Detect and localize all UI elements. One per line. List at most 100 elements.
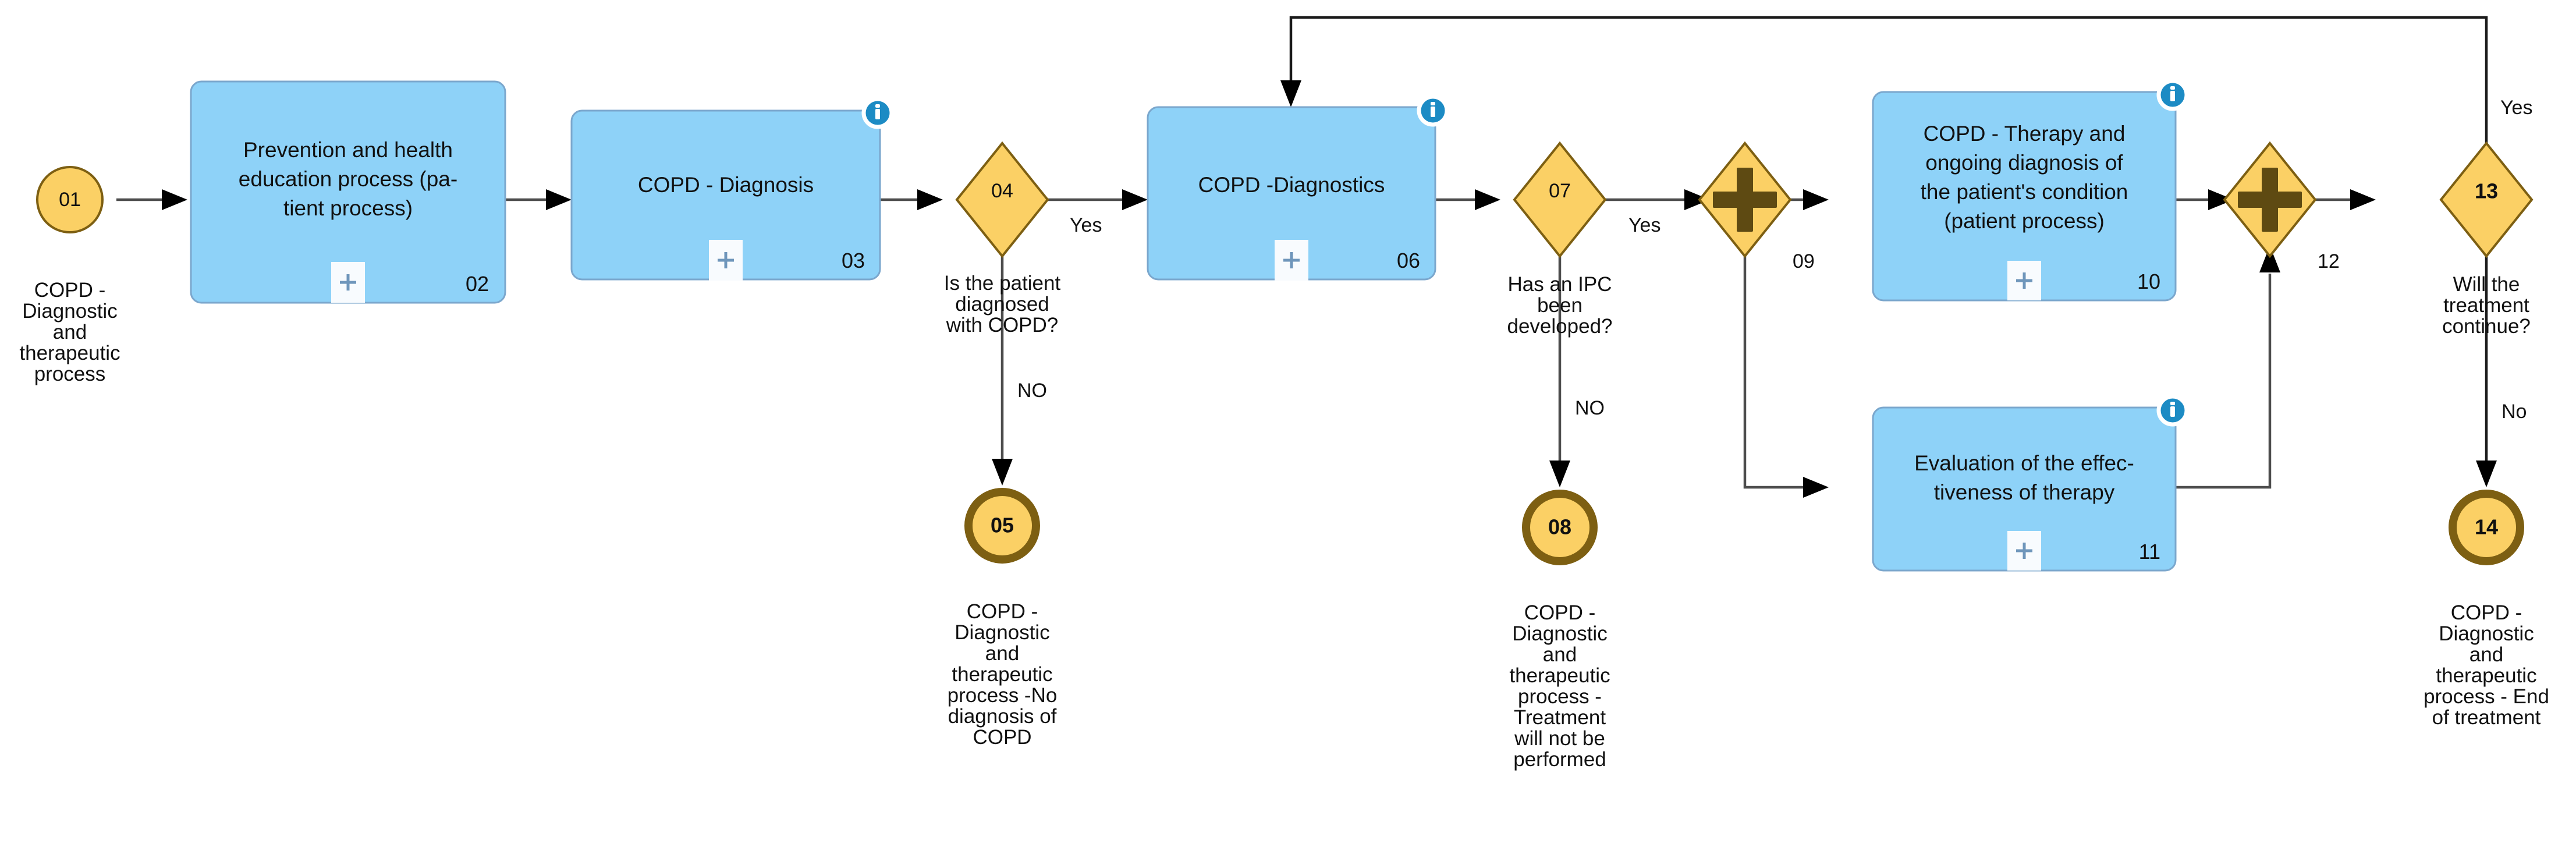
svg-text:(patient process): (patient process) — [1944, 209, 2105, 233]
svg-text:therapeutic: therapeutic — [2436, 664, 2536, 687]
info-icon[interactable] — [861, 97, 894, 129]
svg-text:COPD -: COPD - — [34, 279, 106, 302]
svg-text:developed?: developed? — [1507, 315, 1613, 338]
node-06-number: 06 — [1397, 249, 1420, 272]
node-10-number: 10 — [2137, 270, 2160, 293]
svg-text:Evaluation of the effec-: Evaluation of the effec- — [1914, 451, 2134, 475]
subprocess-marker-icon[interactable] — [331, 262, 365, 303]
svg-text:process - End: process - End — [2424, 685, 2549, 708]
svg-text:and: and — [53, 321, 87, 343]
edge-09-to-11 — [1743, 256, 1829, 498]
info-icon[interactable] — [1417, 94, 1449, 127]
node-10-subprocess[interactable]: COPD - Therapy and ongoing diagnosis of … — [1872, 79, 2189, 302]
edge-03-to-04 — [880, 189, 943, 210]
svg-text:performed: performed — [1513, 748, 1606, 771]
svg-text:the patient's condition: the patient's condition — [1921, 180, 2128, 204]
edge-label-04-yes: Yes — [1070, 214, 1102, 236]
svg-text:COPD -: COPD - — [967, 600, 1038, 623]
node-05-number: 05 — [991, 513, 1014, 537]
node-02-subprocess[interactable]: Prevention and health education process … — [190, 80, 506, 304]
svg-text:Will the: Will the — [2453, 273, 2520, 296]
svg-text:diagnosed: diagnosed — [955, 293, 1049, 316]
edge-10-to-12 — [2176, 189, 2234, 210]
svg-text:been: been — [1537, 294, 1582, 317]
svg-text:process -No: process -No — [948, 684, 1058, 707]
svg-text:Prevention and health: Prevention and health — [243, 138, 453, 162]
svg-text:will not be: will not be — [1514, 727, 1605, 750]
svg-text:tient process): tient process) — [283, 196, 413, 220]
svg-text:Is the patient: Is the patient — [944, 272, 1061, 295]
node-06-subprocess[interactable]: COPD -Diagnostics 06 — [1147, 94, 1449, 281]
subprocess-marker-icon[interactable] — [709, 240, 743, 281]
node-04-exclusive-gateway[interactable]: 04 Is the patient diagnosed with COPD? — [944, 141, 1061, 337]
edge-label-07-yes: Yes — [1628, 214, 1660, 236]
svg-text:COPD -: COPD - — [1524, 601, 1596, 624]
node-11-subprocess[interactable]: Evaluation of the effec- tiveness of the… — [1872, 394, 2189, 572]
svg-text:ongoing diagnosis of: ongoing diagnosis of — [1925, 151, 2123, 175]
svg-text:with COPD?: with COPD? — [946, 314, 1059, 337]
gateway-13-diamond[interactable] — [2439, 141, 2534, 258]
subprocess-marker-icon[interactable] — [2007, 531, 2041, 571]
node-10-label: COPD - Therapy and ongoing diagnosis of … — [1921, 122, 2128, 233]
node-01-caption: COPD - Diagnostic and therapeutic proces… — [19, 279, 120, 385]
svg-text:education process (pa-: education process (pa- — [239, 167, 457, 191]
node-13-exclusive-gateway[interactable]: 13 Will the treatment continue? — [2439, 141, 2534, 338]
node-13-caption: Will the treatment continue? — [2442, 273, 2531, 338]
node-08-caption: COPD - Diagnostic and therapeutic proces… — [1509, 601, 1610, 771]
node-08-number: 08 — [1548, 515, 1571, 539]
svg-text:COPD - Therapy and: COPD - Therapy and — [1924, 122, 2126, 146]
plus-icon — [2238, 168, 2302, 232]
svg-text:of treatment: of treatment — [2432, 706, 2541, 729]
svg-text:tiveness of therapy: tiveness of therapy — [1934, 480, 2115, 504]
svg-text:COPD: COPD — [973, 726, 1031, 749]
start-event-circle[interactable] — [36, 166, 104, 233]
node-07-exclusive-gateway[interactable]: 07 Has an IPC been developed? — [1507, 141, 1613, 338]
node-04-number: 04 — [991, 180, 1013, 202]
subprocess-marker-icon[interactable] — [1275, 240, 1308, 281]
svg-text:therapeutic: therapeutic — [19, 342, 120, 364]
svg-text:Treatment: Treatment — [1514, 706, 1606, 729]
node-03-subprocess[interactable]: COPD - Diagnosis 03 — [570, 97, 894, 281]
node-05-caption: COPD - Diagnostic and therapeutic proces… — [948, 600, 1058, 749]
node-11-label: Evaluation of the effec- tiveness of the… — [1914, 451, 2134, 504]
gateway-04-diamond[interactable] — [955, 141, 1049, 258]
svg-text:therapeutic: therapeutic — [952, 663, 1052, 686]
edge-06-to-07 — [1435, 189, 1500, 210]
info-icon[interactable] — [2156, 394, 2189, 427]
subprocess-marker-icon[interactable] — [2007, 261, 2041, 300]
svg-text:treatment: treatment — [2443, 294, 2529, 317]
svg-text:Diagnostic: Diagnostic — [22, 300, 117, 323]
node-13-number: 13 — [2475, 179, 2498, 203]
end-event-08-circle[interactable] — [1522, 490, 1598, 565]
svg-text:Has an IPC: Has an IPC — [1508, 273, 1612, 296]
node-07-caption: Has an IPC been developed? — [1507, 273, 1613, 338]
node-09-parallel-gateway[interactable]: 09 — [1698, 141, 1815, 272]
node-12-parallel-gateway[interactable]: 12 — [2223, 141, 2340, 272]
svg-text:diagnosis of: diagnosis of — [948, 705, 1057, 728]
edge-04-yes-to-06: Yes — [1048, 189, 1148, 236]
edge-07-yes-to-09: Yes — [1605, 189, 1710, 236]
info-icon[interactable] — [2156, 79, 2189, 111]
end-event-05-circle[interactable] — [964, 488, 1040, 564]
edge-02-to-03 — [505, 189, 572, 210]
edge-13-yes-to-06: Yes — [1280, 16, 2532, 143]
node-02-label: Prevention and health education process … — [239, 138, 457, 220]
gateway-07-diamond[interactable] — [1513, 141, 1607, 258]
end-event-14-circle[interactable] — [2449, 490, 2524, 565]
svg-text:therapeutic: therapeutic — [1509, 664, 1610, 687]
node-05-end-event[interactable]: 05 COPD - Diagnostic and therapeutic pro… — [948, 488, 1058, 749]
node-04-caption: Is the patient diagnosed with COPD? — [944, 272, 1061, 337]
edge-13-no-to-14: No — [2476, 256, 2527, 487]
node-14-caption: COPD - Diagnostic and therapeutic proces… — [2424, 601, 2549, 729]
node-01-number: 01 — [59, 189, 81, 211]
node-14-end-event[interactable]: 14 COPD - Diagnostic and therapeutic pro… — [2424, 490, 2549, 729]
edge-label-07-no: NO — [1575, 397, 1605, 419]
svg-text:and: and — [2469, 643, 2503, 666]
node-07-number: 07 — [1549, 180, 1571, 202]
plus-icon — [1713, 168, 1777, 232]
node-08-end-event[interactable]: 08 COPD - Diagnostic and therapeutic pro… — [1509, 490, 1610, 771]
node-01-start-event[interactable]: 01 COPD - Diagnostic and therapeutic pro… — [19, 166, 120, 385]
svg-text:Diagnostic: Diagnostic — [2439, 622, 2534, 645]
node-03-label: COPD - Diagnosis — [638, 173, 814, 197]
